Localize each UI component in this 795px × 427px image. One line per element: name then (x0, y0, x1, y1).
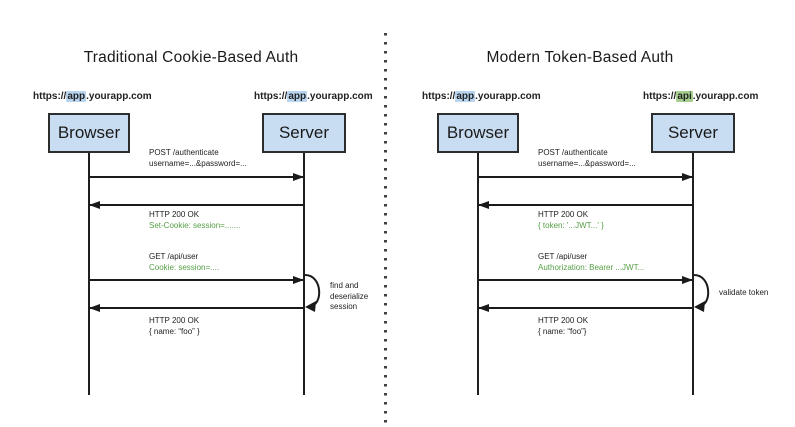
url-prefix: https:// (254, 91, 288, 102)
server-actor-box: Server (262, 113, 346, 153)
url-highlight-app: app (66, 91, 87, 102)
message-label-get-user: GET /api/user Cookie: session=.... (149, 251, 219, 273)
message-line2: Set-Cookie: session=....... (149, 221, 241, 230)
panel-title: Modern Token-Based Auth (486, 49, 674, 66)
browser-url: https://app.yourapp.com (33, 91, 152, 102)
browser-actor-box: Browser (48, 113, 130, 153)
server-url: https://api.yourapp.com (643, 91, 758, 102)
message-line2: { name: “foo” } (149, 327, 200, 336)
panel-cookie-auth: Traditional Cookie-Based Auth https://ap… (0, 0, 395, 427)
browser-lifeline (477, 153, 479, 395)
message-line2: { token: '...JWT...' } (538, 221, 604, 230)
arrow-post-authenticate (479, 172, 693, 181)
self-call-note: validate token (719, 288, 769, 297)
browser-url: https://app.yourapp.com (422, 91, 541, 102)
message-line1: HTTP 200 OK (149, 316, 200, 325)
url-highlight-api: api (676, 91, 693, 102)
url-suffix: .yourapp.com (86, 91, 152, 102)
arrowhead-right-icon (293, 275, 304, 284)
message-label-token: HTTP 200 OK { token: '...JWT...' } (538, 209, 604, 231)
server-actor-box: Server (651, 113, 735, 153)
arrow-get-api-user (479, 275, 693, 284)
arrow-get-api-user (90, 275, 304, 284)
arrowhead-right-icon (682, 172, 693, 181)
server-url: https://app.yourapp.com (254, 91, 373, 102)
message-line1: GET /api/user (538, 252, 588, 261)
server-lifeline (303, 153, 305, 395)
message-label-post: POST /authenticate username=...&password… (149, 147, 247, 169)
message-line1: GET /api/user (149, 252, 199, 261)
url-prefix: https:// (422, 91, 456, 102)
arrowhead-right-icon (682, 275, 693, 284)
message-line2: Authorization: Bearer ...JWT... (538, 263, 645, 272)
message-line2: { name: “foo”} (538, 327, 587, 336)
message-label-post: POST /authenticate username=...&password… (538, 147, 636, 169)
message-line2: username=...&password=... (538, 159, 636, 168)
message-label-setcookie: HTTP 200 OK Set-Cookie: session=....... (149, 209, 240, 231)
message-line2: username=...&password=... (149, 159, 247, 168)
browser-actor-box: Browser (437, 113, 519, 153)
panel-token-auth: Modern Token-Based Auth https://app.your… (389, 0, 784, 427)
arrow-http-200-setcookie (89, 200, 303, 209)
arrowhead-right-icon (293, 172, 304, 181)
url-highlight-app: app (287, 91, 308, 102)
message-line1: HTTP 200 OK (538, 210, 589, 219)
url-suffix: .yourapp.com (307, 91, 373, 102)
message-label-response: HTTP 200 OK { name: “foo” } (149, 315, 200, 337)
message-label-response: HTTP 200 OK { name: “foo”} (538, 315, 588, 337)
arrowhead-left-icon (89, 303, 100, 312)
message-line1: HTTP 200 OK (149, 210, 200, 219)
arrow-http-200-body (478, 303, 692, 312)
arrowhead-left-icon (478, 200, 489, 209)
self-call-note: find and deserialize session (330, 281, 369, 311)
message-line2: Cookie: session=.... (149, 263, 220, 272)
browser-lifeline (88, 153, 90, 395)
panel-title: Traditional Cookie-Based Auth (83, 49, 299, 66)
message-line1: POST /authenticate (149, 148, 219, 157)
message-line1: HTTP 200 OK (538, 316, 589, 325)
arrow-http-200-body (89, 303, 303, 312)
url-suffix: .yourapp.com (692, 91, 759, 102)
panel-divider-dotted-line (384, 33, 387, 427)
self-call-arrow (304, 274, 321, 312)
arrowhead-left-icon (478, 303, 489, 312)
arrow-http-200-token (478, 200, 692, 209)
server-lifeline (692, 153, 694, 395)
arrow-post-authenticate (90, 172, 304, 181)
message-label-get-user: GET /api/user Authorization: Bearer ...J… (538, 251, 644, 273)
url-prefix: https:// (33, 91, 67, 102)
url-prefix: https:// (643, 91, 677, 102)
url-highlight-app: app (455, 91, 476, 102)
url-suffix: .yourapp.com (475, 91, 541, 102)
arrowhead-left-icon (89, 200, 100, 209)
message-line1: POST /authenticate (538, 148, 608, 157)
self-call-arrow (693, 274, 710, 312)
